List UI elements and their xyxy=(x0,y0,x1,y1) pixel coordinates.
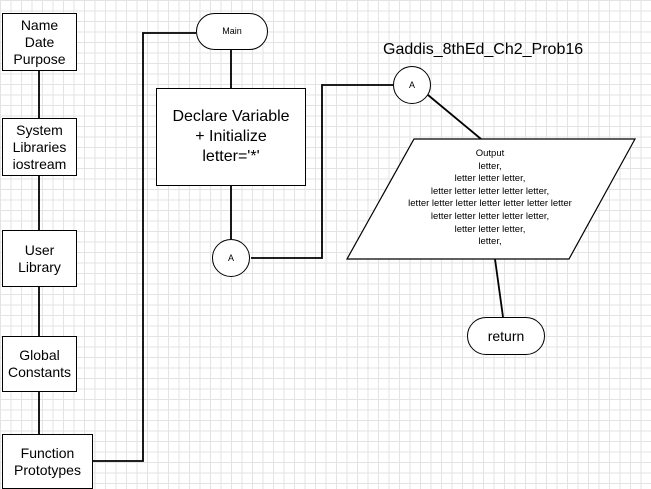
diagram-title: Gaddis_8thEd_Ch2_Prob16 xyxy=(383,41,584,58)
system-libraries-box: System Libraries iostream xyxy=(2,118,77,176)
output-parallelogram xyxy=(345,138,637,260)
name-date-purpose-box: Name Date Purpose xyxy=(2,13,77,71)
connector-a-left: A xyxy=(212,239,250,277)
return-terminal: return xyxy=(467,317,545,355)
user-library-box: User Library xyxy=(2,230,77,287)
main-terminal: Main xyxy=(196,13,268,50)
output-to-return-line xyxy=(494,258,504,318)
function-prototypes-box: Function Prototypes xyxy=(2,434,93,489)
global-constants-box: Global Constants xyxy=(2,336,77,392)
connector-to-output-line xyxy=(427,94,482,140)
connector-a-right: A xyxy=(393,66,431,104)
declare-variable-process: Declare Variable + Initialize letter='*' xyxy=(156,88,306,186)
output-text: Output letter, letter letter letter, let… xyxy=(408,148,572,248)
prototypes-to-main-line xyxy=(93,32,196,462)
connector-to-connector-line xyxy=(251,84,393,259)
